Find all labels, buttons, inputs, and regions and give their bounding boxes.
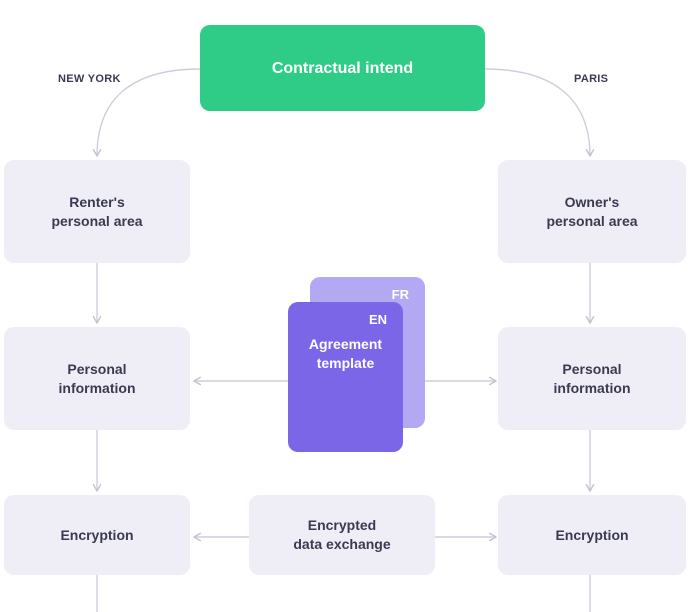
template-lang-en: EN: [368, 312, 387, 327]
template-card-en: EN Agreement template: [288, 302, 403, 452]
left-personal-information-label: Personal information: [58, 360, 136, 396]
left-personal-information-box: Personal information: [4, 327, 190, 430]
right-encryption-label: Encryption: [555, 526, 629, 543]
right-personal-information-label: Personal information: [553, 360, 631, 396]
right-personal-information-box: Personal information: [498, 327, 686, 430]
connector-top-right: [484, 68, 595, 157]
left-encryption-box: Encryption: [4, 495, 190, 575]
renter-personal-area-box: Renter's personal area: [4, 160, 190, 263]
encrypted-data-exchange-label: Encrypted data exchange: [293, 517, 391, 552]
owner-personal-area-box: Owner's personal area: [498, 160, 686, 263]
left-encryption-label: Encryption: [60, 526, 134, 543]
city-label-right: PARIS: [574, 73, 609, 85]
right-encryption-box: Encryption: [498, 495, 686, 575]
contractual-intend-box: Contractual intend: [200, 25, 485, 111]
renter-personal-area-label: Renter's personal area: [51, 193, 143, 229]
city-label-left: NEW YORK: [58, 73, 121, 85]
owner-personal-area-label: Owner's personal area: [546, 193, 638, 229]
encrypted-data-exchange-box: Encrypted data exchange: [249, 495, 435, 575]
connector-top-left: [92, 68, 201, 157]
template-lang-fr: FR: [391, 287, 409, 302]
contractual-intend-label: Contractual intend: [271, 59, 414, 77]
agreement-template-label: Agreement template: [308, 336, 383, 371]
